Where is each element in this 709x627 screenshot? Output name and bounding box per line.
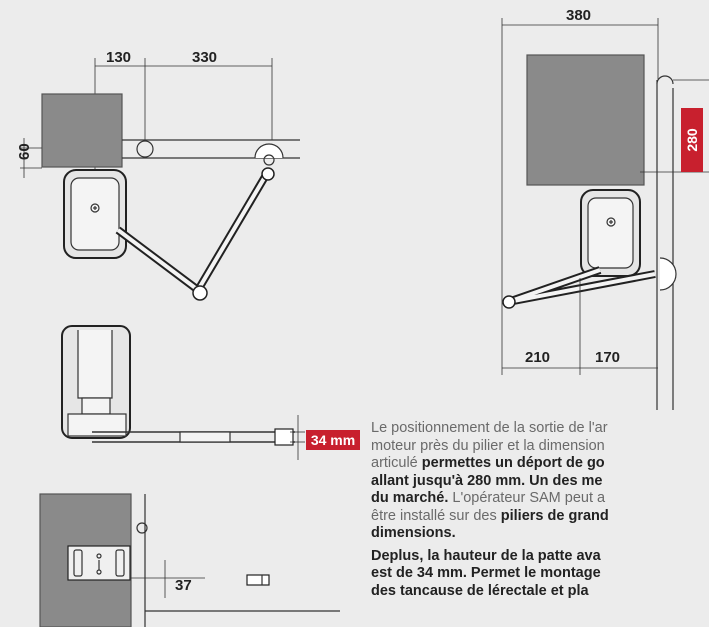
desc-line-10: des tancause de lérectale et pla [371,582,589,599]
dim-130: 130 [106,49,131,66]
dim-380: 380 [566,7,591,24]
dim-330: 330 [192,49,217,66]
side-view [61,325,305,460]
dim-34mm-tag: 34 mm [306,430,360,450]
dim-60: 60 [16,143,33,160]
front-view [39,493,340,627]
dim-280-tag: 280 [681,108,703,172]
desc-line-7: dimensions. [371,525,456,541]
desc-line-3: articulé permettes un déport de go [371,455,605,471]
desc-line-1: Le positionnement de la sortie de l'ar [371,420,608,436]
dim-170: 170 [595,349,620,366]
desc-line-4: allant jusqu'à 280 mm. Un des me [371,472,603,489]
pillar [41,93,123,168]
dim-210: 210 [525,349,550,366]
desc-line-2: moteur près du pilier et la dimension [371,437,605,454]
description-text: Le positionnement de la sortie de l'ar m… [371,420,709,600]
desc-line-8: Deplus, la hauteur de la patte ava [371,547,601,564]
dim-37: 37 [175,577,192,594]
desc-line-6: être installé sur des piliers de grand [371,507,609,524]
top-left-view [20,58,300,301]
pillar-right [526,54,645,186]
right-view [501,18,709,410]
desc-line-5: du marché. L'opérateur SAM peut a [371,490,606,506]
desc-line-9: est de 34 mm. Permet le montage [371,565,601,581]
